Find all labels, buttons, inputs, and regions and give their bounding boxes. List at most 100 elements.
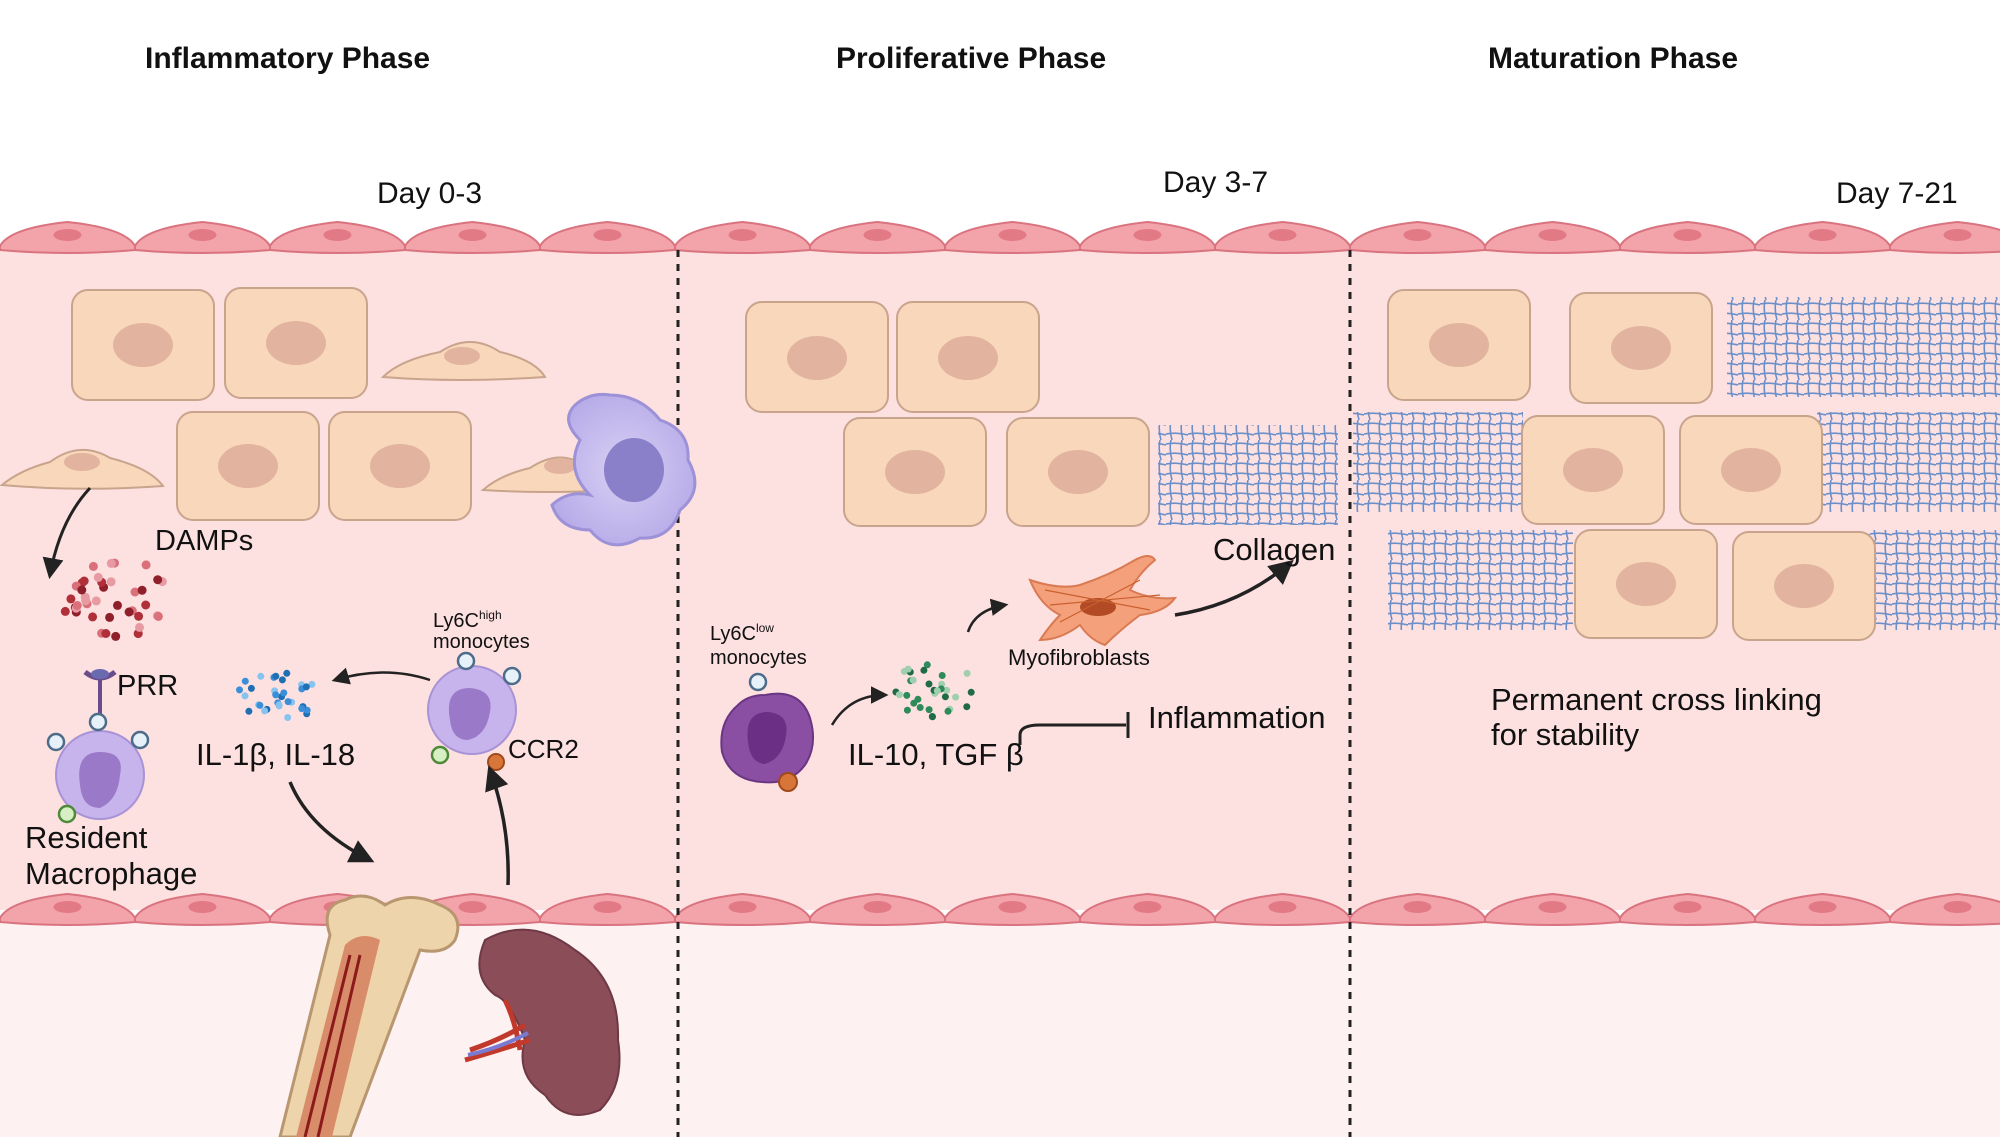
endothelial-nucleus — [458, 229, 487, 241]
particle — [236, 686, 243, 694]
macrophage-icon — [550, 393, 697, 547]
arrow-cytokines-to-bone-marrow — [288, 781, 375, 863]
inflammation-label: Inflammation — [1148, 700, 1325, 735]
particle — [77, 585, 87, 595]
particle — [283, 669, 291, 677]
fibroblast-cell — [0, 448, 165, 490]
particle — [916, 704, 924, 711]
particle — [938, 672, 946, 679]
endothelial-nucleus — [188, 901, 217, 913]
il10-tgfb-particles — [892, 661, 975, 721]
tissue-cells-inflammatory — [0, 287, 617, 521]
particle — [941, 693, 949, 701]
endothelial-nucleus — [593, 229, 622, 241]
particle — [256, 701, 264, 709]
collagen-mesh — [1388, 530, 1573, 630]
myofibroblast-icon — [1028, 555, 1178, 647]
particle — [241, 677, 249, 685]
particle — [910, 699, 918, 707]
particle — [272, 691, 280, 699]
particle — [903, 691, 911, 699]
particle — [963, 669, 971, 677]
endothelium-top — [0, 220, 2000, 254]
phase-title-maturation: Maturation Phase — [1488, 42, 1738, 75]
particle — [925, 706, 933, 714]
endothelial-nucleus — [998, 901, 1027, 913]
arrow-myofibroblasts-to-collagen — [1174, 559, 1294, 617]
particle — [106, 577, 116, 587]
tissue-cell — [1732, 531, 1876, 641]
ly6c-low-label-1: Ly6Clow — [710, 621, 774, 645]
particle — [153, 611, 163, 621]
resident-macrophage-label-2: Macrophage — [25, 856, 197, 891]
particle — [925, 680, 933, 688]
endothelial-nucleus — [53, 901, 82, 913]
particle — [101, 629, 111, 638]
maturation-label-2: for stability — [1491, 717, 1640, 752]
tissue-cell — [176, 411, 320, 521]
endothelial-nucleus — [1943, 901, 1972, 913]
particle — [105, 612, 115, 622]
endothelial-nucleus — [188, 229, 217, 241]
particle — [308, 680, 316, 688]
particle — [257, 672, 265, 680]
particle — [298, 705, 306, 713]
tissue-cells-maturation — [1387, 289, 1876, 641]
tissue-cell — [1574, 529, 1718, 639]
endothelial-nucleus — [728, 901, 757, 913]
particle — [933, 687, 941, 695]
particle — [302, 683, 310, 691]
particle — [106, 558, 116, 568]
endothelial-nucleus — [863, 901, 892, 913]
endothelial-nucleus — [1943, 229, 1972, 241]
ly6c-low-monocyte-icon — [720, 672, 815, 792]
particle — [88, 612, 98, 622]
particle — [261, 707, 269, 715]
arrow-monocyte-to-cytokines — [331, 667, 431, 685]
myofibroblasts-label: Myofibroblasts — [1008, 645, 1150, 670]
particle — [141, 560, 151, 570]
endothelial-nucleus — [863, 229, 892, 241]
particle — [141, 600, 151, 610]
particle — [245, 707, 253, 715]
endothelial-nucleus — [1133, 229, 1162, 241]
collagen-label: Collagen — [1213, 532, 1335, 567]
tissue-cell — [1679, 415, 1823, 525]
fibroblast-cell — [380, 341, 547, 381]
tissue-cell — [71, 289, 215, 401]
particle — [923, 661, 931, 669]
endothelial-nucleus — [458, 901, 487, 913]
endothelial-nucleus — [53, 229, 82, 241]
particle — [952, 693, 960, 701]
endothelial-nucleus — [323, 229, 352, 241]
particle — [903, 706, 911, 714]
particle — [929, 713, 936, 721]
collagen-mesh — [1868, 530, 2000, 630]
maturation-label-1: Permanent cross linking — [1491, 682, 1822, 717]
phase-title-proliferative: Proliferative Phase — [836, 42, 1106, 75]
tissue-cell — [328, 411, 472, 521]
ly6c-low-label-2: monocytes — [710, 647, 807, 669]
particle — [124, 607, 134, 617]
particle — [272, 672, 280, 680]
particle — [241, 692, 249, 700]
tissue-cells-proliferative — [745, 301, 1150, 527]
particle — [944, 707, 952, 715]
endothelial-nucleus — [1133, 901, 1162, 913]
particle — [284, 714, 292, 721]
endothelial-nucleus — [1673, 229, 1702, 241]
particle — [91, 596, 101, 606]
arrow-spleen-to-monocyte — [485, 765, 510, 886]
il10-tgfb-label: IL-10, TGF β — [848, 737, 1024, 772]
particle — [247, 684, 255, 692]
particle — [920, 666, 928, 674]
damps-label: DAMPs — [155, 525, 253, 557]
particle — [135, 622, 144, 632]
resident-macrophage-icon — [46, 669, 150, 824]
endothelial-nucleus — [1808, 229, 1837, 241]
particle — [113, 600, 122, 610]
arrow-monocyte-to-il10 — [830, 686, 889, 726]
particle — [60, 606, 70, 616]
particle — [909, 676, 917, 684]
